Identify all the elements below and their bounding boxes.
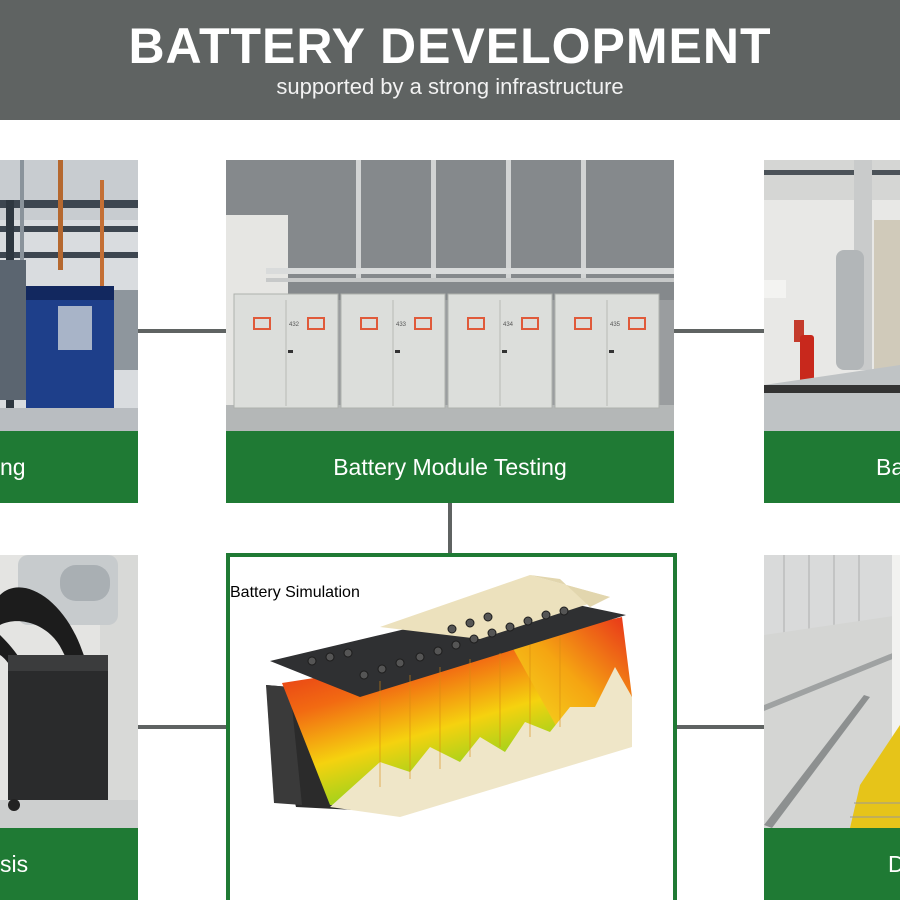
card-top-right[interactable]: Ba: [764, 160, 900, 503]
lab-corridor-photo: [764, 160, 900, 431]
card-battery-module-testing-label: Battery Module Testing: [226, 431, 674, 503]
page-title: BATTERY DEVELOPMENT: [128, 18, 772, 74]
connector-bottom-right: [677, 725, 764, 729]
card-battery-simulation-label: Battery Simulation: [230, 584, 360, 601]
card-bottom-left-label: sis: [0, 828, 138, 900]
card-bottom-right[interactable]: D: [764, 555, 900, 900]
analysis-equipment-photo: [0, 555, 138, 829]
card-bottom-right-label: D: [764, 828, 900, 900]
simulation-render: [230, 557, 673, 829]
connector-top-right: [674, 329, 764, 333]
card-top-left-label: ng: [0, 431, 138, 503]
card-battery-module-testing[interactable]: 432 433 434 435 Battery Module Testing: [226, 160, 674, 503]
climate-chamber-photo: [0, 160, 138, 431]
test-containers-photo: 432 433 434 435: [226, 160, 674, 431]
test-floor-photo: [764, 555, 900, 828]
svg-text:435: 435: [610, 322, 621, 328]
header-banner: BATTERY DEVELOPMENT supported by a stron…: [0, 0, 900, 120]
connector-top-left: [138, 329, 226, 333]
card-bottom-left[interactable]: sis: [0, 555, 138, 900]
svg-text:433: 433: [396, 322, 407, 328]
card-battery-simulation[interactable]: Battery Simulation: [226, 553, 677, 900]
connector-bottom-left: [138, 725, 226, 729]
card-top-left[interactable]: ng: [0, 160, 138, 503]
card-top-right-label: Ba: [764, 431, 900, 503]
svg-text:434: 434: [503, 322, 514, 328]
svg-text:432: 432: [289, 322, 300, 328]
page-subtitle: supported by a strong infrastructure: [276, 74, 624, 99]
connector-vertical: [448, 503, 452, 553]
